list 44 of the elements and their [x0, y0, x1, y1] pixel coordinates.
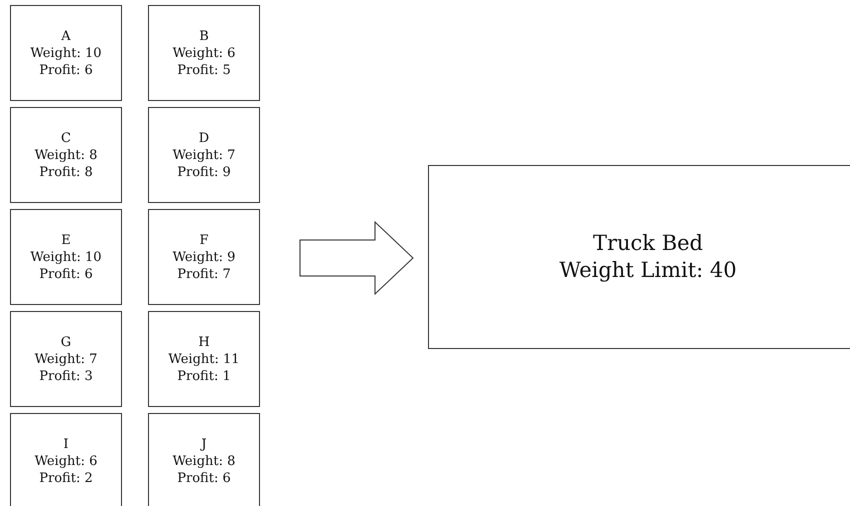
node-title: J [201, 436, 207, 452]
node-text: Weight: 7 [172, 146, 236, 164]
node-text: Weight: 10 [30, 248, 102, 266]
node-text: Weight: 11 [168, 350, 240, 368]
node-text: Weight: 8 [172, 452, 236, 470]
node-text: Profit: 9 [177, 164, 231, 180]
node-text: Profit: 7 [177, 266, 231, 282]
item-box [10, 209, 122, 305]
node-text: Weight: 7 [34, 350, 98, 368]
node-title: E [61, 232, 71, 248]
block-arrow [300, 220, 414, 296]
node-text: Profit: 3 [39, 368, 93, 384]
item-box [148, 413, 260, 506]
node-text: Weight Limit: 40 [559, 257, 737, 284]
node-text: Weight: 10 [30, 44, 102, 62]
node-text: Profit: 5 [177, 62, 231, 78]
node-title: I [63, 436, 69, 452]
node-title: B [199, 28, 209, 44]
node-title: F [199, 232, 209, 248]
item-box [10, 107, 122, 203]
node-text: Profit: 6 [177, 470, 231, 486]
node-text: Profit: 2 [39, 470, 93, 486]
node-title: Truck Bed [592, 230, 704, 257]
node-text: Weight: 6 [172, 44, 236, 62]
truck-bed-box [428, 165, 850, 349]
node-title: C [61, 130, 71, 146]
node-title: A [61, 28, 71, 44]
item-box [148, 311, 260, 407]
item-box [10, 5, 122, 101]
node-title: G [60, 334, 72, 350]
item-box [10, 311, 122, 407]
node-text: Profit: 1 [177, 368, 231, 384]
item-box [148, 209, 260, 305]
node-text: Weight: 6 [34, 452, 98, 470]
item-box [10, 413, 122, 506]
node-title: D [198, 130, 210, 146]
node-text: Weight: 8 [34, 146, 98, 164]
item-box [148, 5, 260, 101]
node-text: Profit: 6 [39, 266, 93, 282]
node-text: Profit: 8 [39, 164, 93, 180]
item-box [148, 107, 260, 203]
node-text: Profit: 6 [39, 62, 93, 78]
node-title: H [198, 334, 210, 350]
node-text: Weight: 9 [172, 248, 236, 266]
